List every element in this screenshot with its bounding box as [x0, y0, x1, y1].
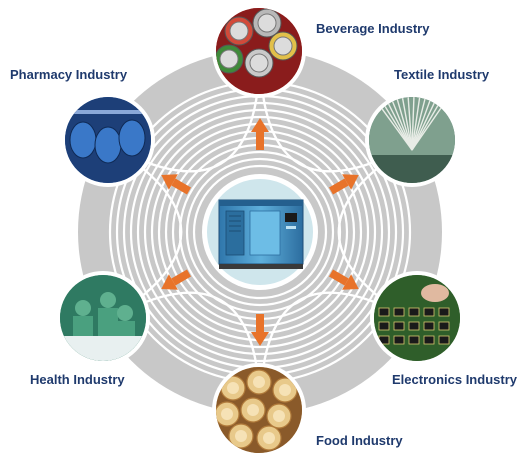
arrow-icon — [161, 174, 191, 195]
label-health: Health Industry — [30, 372, 125, 387]
arrow-icon — [329, 269, 359, 290]
ring-line — [136, 108, 384, 356]
label-beverage: Beverage Industry — [316, 21, 430, 36]
ring-line — [143, 115, 377, 349]
ring-line — [185, 157, 335, 307]
ring-line — [192, 164, 328, 300]
surgery-room-photo — [56, 271, 150, 365]
pharmacy-plant-photo — [61, 93, 155, 187]
label-electronics: Electronics Industry — [392, 372, 517, 387]
textile-mill-photo — [365, 93, 459, 187]
label-pharmacy: Pharmacy Industry — [10, 67, 128, 82]
arrows — [161, 118, 359, 346]
arrow-icon — [329, 174, 359, 195]
arrow-icon — [251, 118, 269, 150]
dim-sum-photo — [212, 363, 306, 457]
circuit-board-photo — [370, 271, 464, 365]
label-food: Food Industry — [316, 433, 403, 448]
ring-line — [129, 101, 391, 363]
ring-line — [178, 150, 342, 314]
arrow-icon — [161, 269, 191, 290]
compressor-unit-icon — [218, 199, 304, 269]
beverage-cans-photo — [212, 4, 306, 98]
arrow-icon — [251, 314, 269, 346]
label-textile: Textile Industry — [394, 67, 490, 82]
